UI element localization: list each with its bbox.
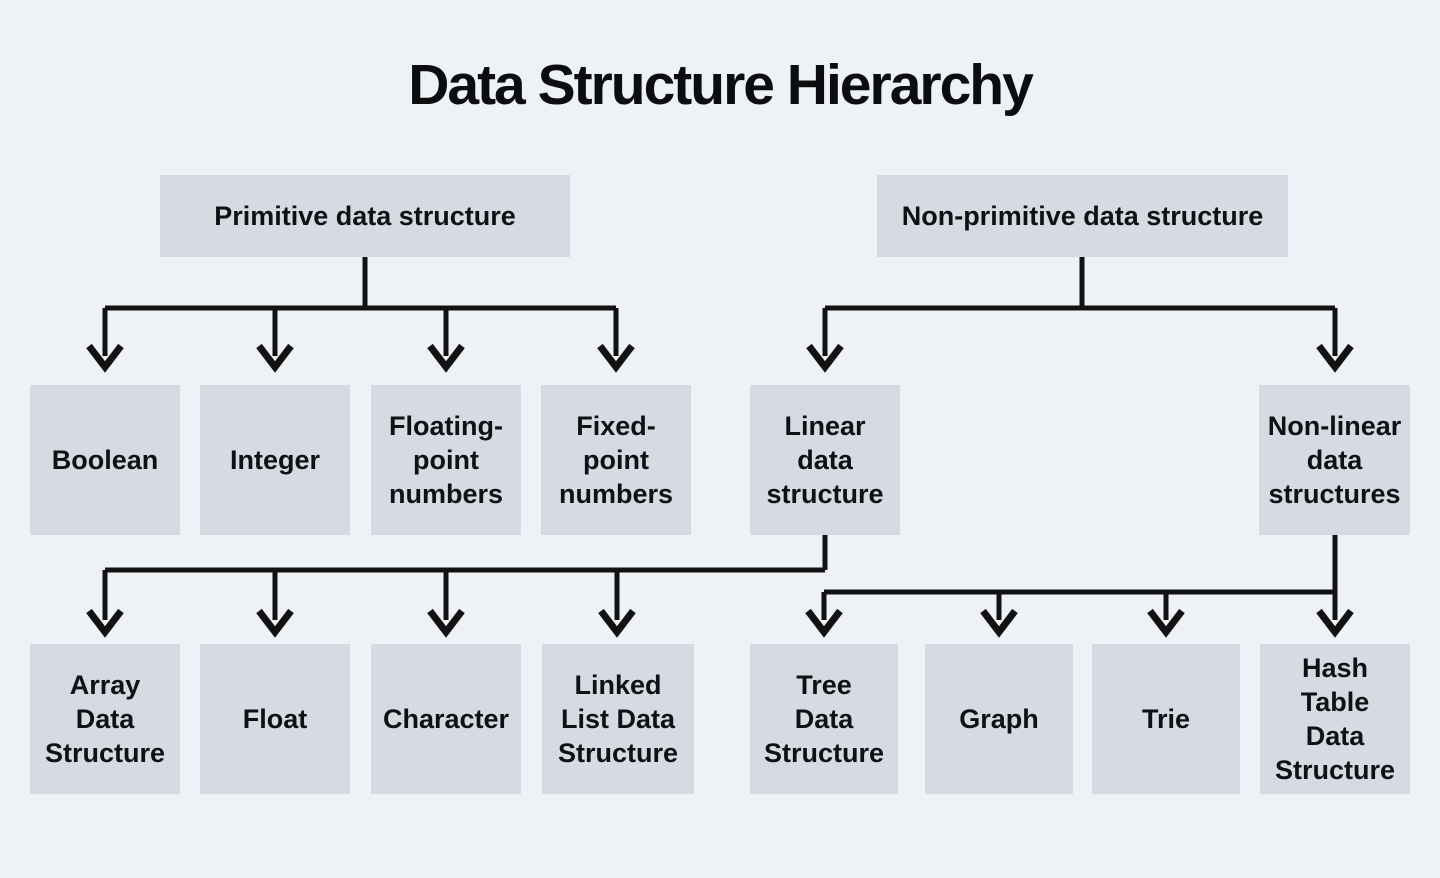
node-float: Float	[200, 644, 350, 794]
node-trie: Trie	[1092, 644, 1240, 794]
node-hash-table-data-structure: Hash Table Data Structure	[1260, 644, 1410, 794]
node-boolean: Boolean	[30, 385, 180, 535]
node-primitive-data-structure: Primitive data structure	[160, 175, 570, 257]
node-integer: Integer	[200, 385, 350, 535]
node-fixed-point-numbers: Fixed- point numbers	[541, 385, 691, 535]
connector-nonlinear-children	[805, 534, 1354, 638]
node-tree-data-structure: Tree Data Structure	[750, 644, 898, 794]
node-linear-data-structure: Linear data structure	[750, 385, 900, 535]
connector-primitive-children	[86, 256, 635, 373]
node-non-primitive-data-structure: Non-primitive data structure	[877, 175, 1288, 257]
node-array-data-structure: Array Data Structure	[30, 644, 180, 794]
diagram-title: Data Structure Hierarchy	[408, 53, 1034, 117]
node-graph: Graph	[925, 644, 1073, 794]
connector-linear-children	[86, 534, 828, 638]
node-non-linear-data-structures: Non-linear data structures	[1259, 385, 1410, 535]
node-floating-point-numbers: Floating- point numbers	[371, 385, 521, 535]
node-character: Character	[371, 644, 521, 794]
node-linked-list-data-structure: Linked List Data Structure	[542, 644, 694, 794]
connector-nonprimitive-children	[806, 256, 1354, 373]
